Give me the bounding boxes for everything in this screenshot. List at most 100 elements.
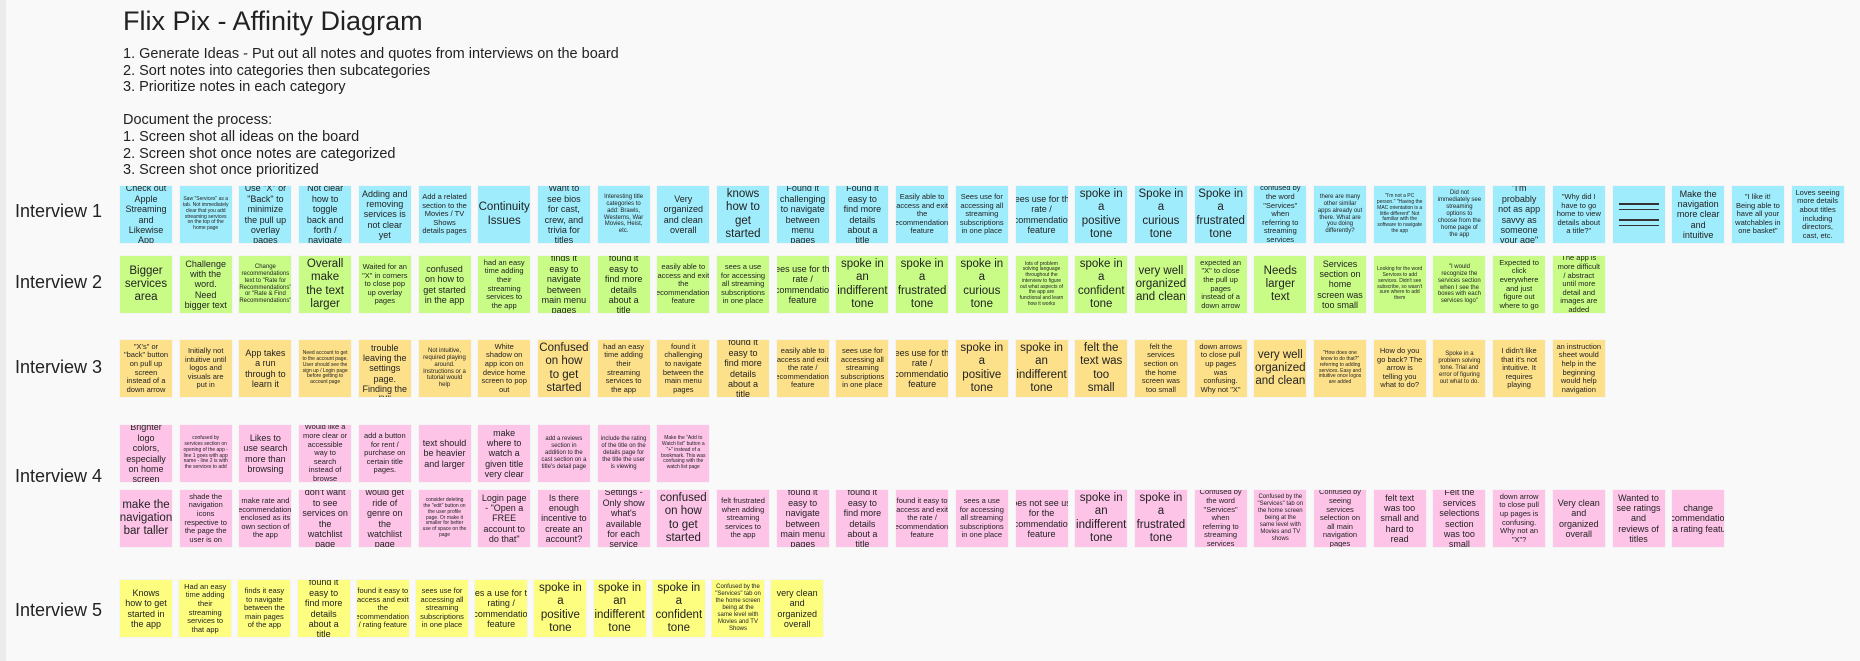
sticky-note[interactable]: Overall make the text larger (299, 256, 352, 313)
sticky-note[interactable]: Want to see bios for cast, crew, and tri… (537, 186, 590, 243)
sticky-note[interactable]: sees a use for accessing all streaming s… (717, 256, 769, 313)
sticky-note[interactable]: found it easy to access and exit the rat… (896, 490, 949, 547)
sticky-note[interactable]: Adding and removing services is not clea… (358, 186, 411, 243)
sticky-note[interactable]: an instruction sheet would help in the b… (1552, 340, 1605, 397)
sticky-note[interactable]: Confused by the "Services" tab on the ho… (1254, 490, 1307, 547)
sticky-note[interactable]: Use "X" or "Back" to minimize the pull u… (239, 186, 292, 243)
sticky-note[interactable]: Not intuitive, required playing around. … (418, 340, 471, 397)
sticky-note[interactable]: Likes to use search more than browsing (239, 425, 292, 482)
sticky-note[interactable]: I didn't like that it's not intuitive. I… (1493, 340, 1546, 397)
sticky-note[interactable]: Needs larger text (1254, 256, 1307, 313)
sticky-note[interactable]: Had an easy time adding their streaming … (179, 580, 232, 637)
sticky-note[interactable]: The app is more difficult / abstract unt… (1552, 256, 1605, 313)
sticky-note[interactable]: very well organized and clean (1134, 256, 1187, 313)
sticky-note[interactable]: spoke in an indifferent tone (1075, 490, 1128, 547)
sticky-note[interactable]: down arrow to close pull up pages is con… (1493, 490, 1546, 547)
sticky-note[interactable]: Spoke in a curious tone (1134, 186, 1187, 243)
sticky-note[interactable]: include the rating of the title on the d… (597, 425, 650, 482)
sticky-note[interactable]: Would like a more clear or accessible wa… (299, 425, 352, 482)
sticky-note[interactable]: "Why did I have to go home to view detai… (1552, 186, 1605, 243)
sticky-note[interactable]: knows how to get started (717, 186, 769, 243)
sticky-note[interactable]: Confused by the "Services" tab on the ho… (712, 580, 764, 637)
sticky-note[interactable]: Settings - Only show what's available fo… (597, 490, 650, 547)
sticky-note[interactable]: would get ride of genre on the watchlist… (358, 490, 411, 547)
sticky-note[interactable] (1612, 186, 1665, 243)
sticky-note[interactable]: spoke in a positive tone (955, 340, 1008, 397)
sticky-note[interactable]: Loves seeing more details about titles i… (1791, 186, 1844, 243)
sticky-note[interactable]: Need account to get to the account page.… (299, 340, 352, 397)
sticky-note[interactable]: Make the "Add to Watch list" button a "+… (657, 425, 710, 482)
sticky-note[interactable]: "X's" or "back" button on pull up screen… (120, 340, 172, 397)
sticky-note[interactable]: make where to watch a given title very c… (478, 425, 531, 482)
sticky-note[interactable]: Easily able to access and exit the recom… (896, 186, 949, 243)
sticky-note[interactable]: add a button for rent / purchase on cert… (358, 425, 411, 482)
sticky-note[interactable]: spoke in a curious tone (955, 256, 1008, 313)
sticky-note[interactable]: spoke in a confident tone (1075, 256, 1128, 313)
sticky-note[interactable]: don't want to see services on the watchl… (299, 490, 352, 547)
sticky-note[interactable]: Confused by seeing services selection on… (1314, 490, 1366, 547)
sticky-note[interactable]: Very organized and clean overall (657, 186, 710, 243)
sticky-note[interactable]: text should be heavier and larger (418, 425, 471, 482)
sticky-note[interactable]: Continuity Issues (478, 186, 531, 243)
sticky-note[interactable]: spoke in an indifferent tone (593, 580, 646, 637)
sticky-note[interactable]: found it easy to find more details about… (597, 256, 650, 313)
sticky-note[interactable]: there are many other similar apps alread… (1314, 186, 1366, 243)
sticky-note[interactable]: change recommendations to a rating featu… (1672, 490, 1725, 547)
sticky-note[interactable]: Saw "Services" as a tab. Not immediately… (179, 186, 232, 243)
sticky-note[interactable]: Not clear how to toggle back and forth /… (299, 186, 352, 243)
sticky-note[interactable]: Spoke in a frustrated tone (1194, 186, 1247, 243)
sticky-note[interactable]: very clean and organized overall (771, 580, 824, 637)
sticky-note[interactable]: Felt the services selections section was… (1433, 490, 1486, 547)
sticky-note[interactable]: Sees use for the rate / recommendations … (1015, 186, 1068, 243)
sticky-note[interactable]: Is there enough incentive to create an a… (537, 490, 590, 547)
sticky-note[interactable]: Make the navigation more clear and intui… (1672, 186, 1725, 243)
sticky-note[interactable]: Knows how to get started in the app (120, 580, 172, 637)
sticky-note[interactable]: Expected to click everywhere and just fi… (1493, 256, 1546, 313)
sticky-note[interactable]: Confused on how to get started (537, 340, 590, 397)
sticky-note[interactable]: Confused by the word "Services" when ref… (1194, 490, 1247, 547)
sticky-note[interactable]: Looking for the word Services to add ser… (1373, 256, 1426, 313)
sticky-note[interactable]: App takes a run through to learn it (239, 340, 292, 397)
sticky-note[interactable]: Bigger services area (120, 256, 172, 313)
sticky-note[interactable]: Sees use for accessing all streaming sub… (955, 186, 1008, 243)
sticky-note[interactable]: easily able to access and exit the rate … (776, 340, 829, 397)
sticky-note[interactable]: found it easy to navigate between main m… (776, 490, 829, 547)
sticky-note[interactable]: spoke in a frustrated tone (896, 256, 949, 313)
sticky-note[interactable]: "How does one know to do that?" referrin… (1314, 340, 1366, 397)
sticky-note[interactable]: Initially not intuitive until logos and … (179, 340, 232, 397)
sticky-note[interactable]: sees a use for accessing all streaming s… (955, 490, 1008, 547)
sticky-note[interactable]: Found it challenging to navigate between… (776, 186, 829, 243)
sticky-note[interactable]: Wanted to see ratings and reviews of tit… (1612, 490, 1665, 547)
sticky-note[interactable]: sees use for the rate / recommendations … (776, 256, 829, 313)
sticky-note[interactable]: Very clean and organized overall (1552, 490, 1605, 547)
sticky-note[interactable]: Services section on home screen was too … (1314, 256, 1366, 313)
sticky-note[interactable]: Waited for an "X" in corners to close po… (358, 256, 411, 313)
sticky-note[interactable]: "I like it! Being able to have all your … (1731, 186, 1784, 243)
sticky-note[interactable]: confused by services section on opening … (179, 425, 232, 482)
sticky-note[interactable]: spoke in an indifferent tone (1015, 340, 1068, 397)
sticky-note[interactable]: spoke in a frustrated tone (1134, 490, 1187, 547)
sticky-note[interactable]: lots of problem solving language through… (1015, 256, 1068, 313)
sticky-note[interactable]: White shadow on app icon on device home … (478, 340, 531, 397)
sticky-note[interactable]: "I'm not a PC person." "Having the MAC o… (1373, 186, 1426, 243)
sticky-note[interactable]: felt frustrated when adding streaming se… (717, 490, 769, 547)
sticky-note[interactable]: spoke in an indifferent tone (836, 256, 889, 313)
sticky-note[interactable]: Found it easy to find more details about… (836, 186, 889, 243)
sticky-note[interactable]: spoke in a positive tone (1075, 186, 1128, 243)
sticky-note[interactable]: confused on how to get started (657, 490, 710, 547)
sticky-note[interactable]: How do you go back? The arrow is telling… (1373, 340, 1426, 397)
sticky-note[interactable]: down arrows to close pull up pages was c… (1194, 340, 1247, 397)
sticky-note[interactable]: found it easy to find more details about… (836, 490, 889, 547)
sticky-note[interactable]: consider deleting the "edit" button on t… (418, 490, 471, 547)
sticky-note[interactable]: felt text was too small and hard to read (1373, 490, 1426, 547)
sticky-note[interactable]: spoke in a positive tone (534, 580, 587, 637)
sticky-note[interactable]: spoke in a confident tone (652, 580, 705, 637)
sticky-note[interactable]: confused on how to get started in the ap… (418, 256, 471, 313)
sticky-note[interactable]: Had trouble leaving the settings page. F… (358, 340, 411, 397)
sticky-note[interactable]: felt the services section on the home sc… (1134, 340, 1187, 397)
sticky-note[interactable]: Brighter logo colors, especially on home… (120, 425, 172, 482)
sticky-note[interactable]: Challenge with the word. Need bigger tex… (179, 256, 232, 313)
sticky-note[interactable]: "I would recognize the services section … (1433, 256, 1486, 313)
sticky-note[interactable]: finds it easy to navigate between main m… (537, 256, 590, 313)
sticky-note[interactable]: sees use for accessing all streaming sub… (836, 340, 889, 397)
